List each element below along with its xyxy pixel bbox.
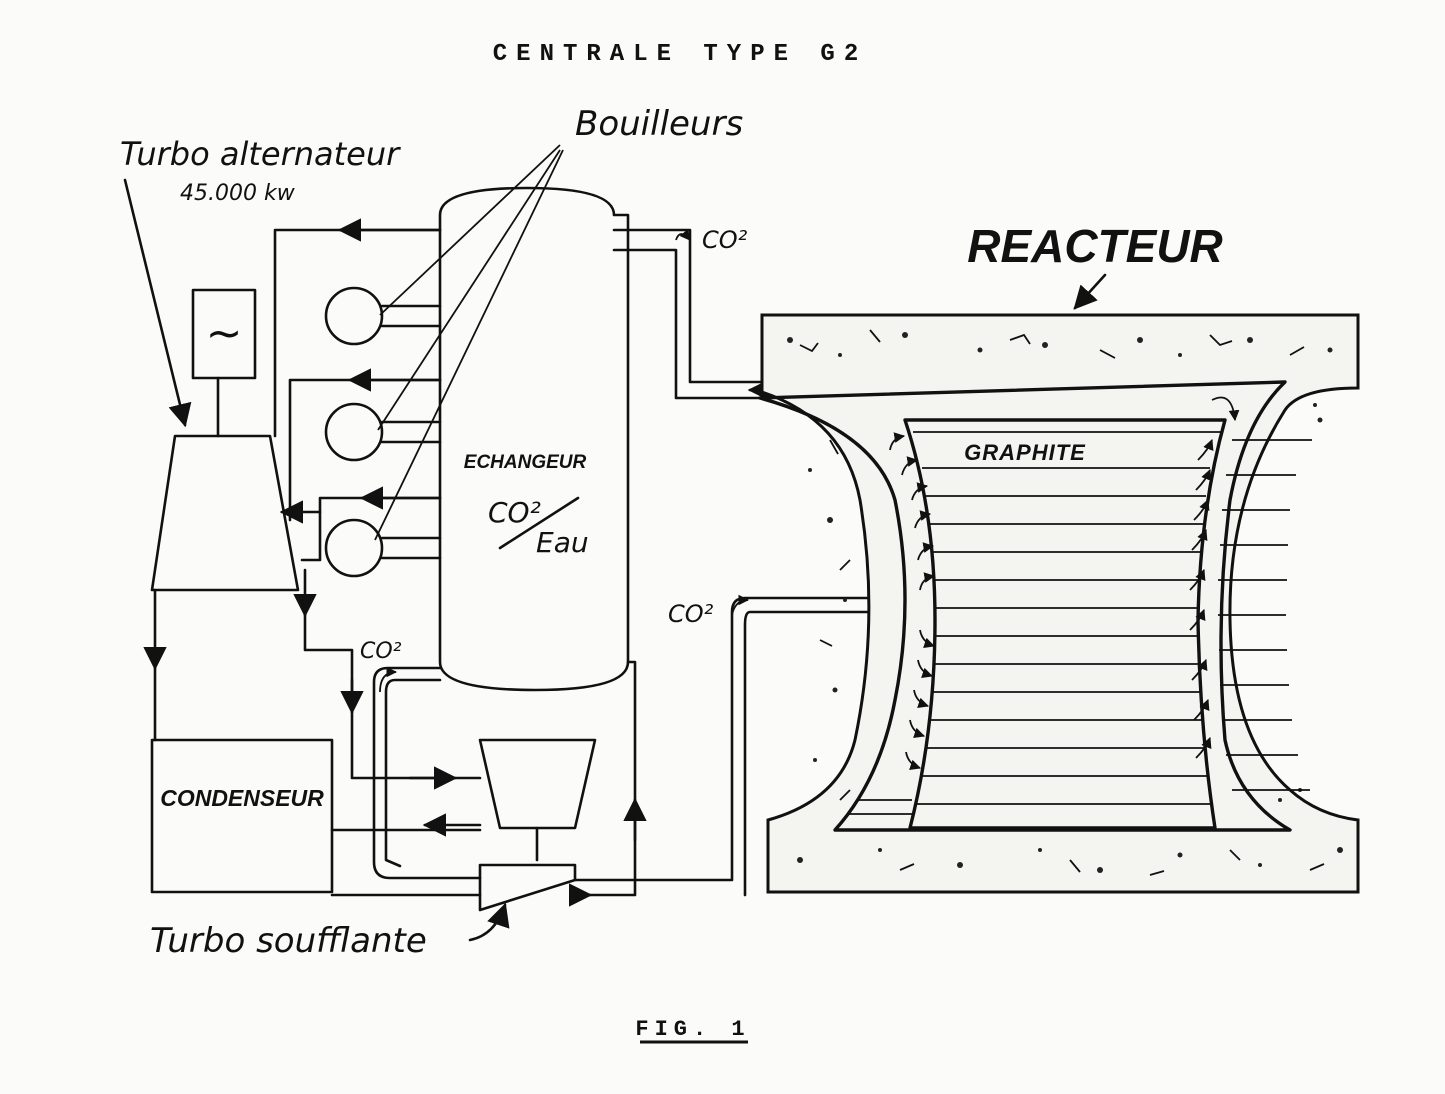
turbo-alternateur-label: Turbo alternateur: [120, 135, 401, 173]
feed-line-1: [350, 710, 482, 780]
boiler-1-connectors: [380, 304, 442, 328]
concrete-cracks: [799, 329, 1325, 876]
figure-caption: FIG. 1: [635, 1017, 750, 1042]
core-flow-arrows: [889, 396, 1240, 771]
turbine-trapezoid: [150, 434, 300, 592]
boiler-drum-3: [324, 518, 384, 578]
turbo-soufflante-label: Turbo soufflante: [150, 921, 427, 961]
reactor-inner-vessel: [758, 380, 1292, 832]
co2-top-curl: [675, 229, 691, 241]
exchanger-bottom-line: [626, 660, 637, 802]
boiler-drum-2: [324, 402, 384, 462]
drain-line: [303, 613, 354, 714]
echangeur-co2-label: CO²: [488, 496, 541, 529]
power-rating-label: 45.000 kw: [180, 181, 296, 206]
boiler-drum-1: [324, 286, 384, 346]
bouilleur-pointer-2: [377, 149, 561, 431]
boiler-3-connectors: [380, 536, 442, 560]
graphite-core: [903, 418, 1227, 830]
steam-line-low: [300, 496, 442, 562]
co2-hot-pipe-inner: [612, 248, 762, 400]
co2-loop-curl: [379, 666, 398, 693]
reacteur-pointer: [1073, 273, 1107, 310]
echangeur-eau-label: Eau: [536, 526, 589, 559]
feed-pump: [478, 738, 597, 830]
generator-box: [191, 288, 257, 380]
echangeur-slash: [498, 496, 580, 550]
reacteur-label: REACTEUR: [967, 220, 1223, 272]
co2-mid-curl: [731, 594, 750, 616]
bottom-shield-layers: [848, 799, 912, 815]
echangeur-vessel: [438, 186, 630, 692]
co2-left-label: CO²: [360, 639, 402, 664]
condenseur-label: CONDENSEUR: [160, 785, 324, 811]
turbo-alternateur-pointer: [123, 178, 192, 428]
bouilleurs-label: Bouilleurs: [575, 104, 743, 144]
graphite-label: GRAPHITE: [964, 440, 1086, 465]
generator-symbol: ~: [206, 308, 243, 359]
bouilleur-pointer-1: [379, 144, 561, 316]
right-shield-layers: [1218, 439, 1312, 791]
co2-cold-pipe-inner: [743, 610, 917, 897]
co2-top-label: CO²: [702, 226, 748, 254]
co2-loop-inner: [384, 678, 442, 868]
bouilleur-pointer-3: [374, 149, 564, 541]
turbo-soufflante: [478, 863, 577, 912]
concrete-texture: [787, 332, 1343, 873]
echangeur-label: ECHANGEUR: [464, 452, 587, 473]
co2-loop-outer: [372, 666, 482, 880]
diagram-title: CENTRALE TYPE G2: [493, 41, 867, 68]
co2-mid-label: CO²: [668, 600, 714, 628]
graphite-layers: [913, 431, 1222, 805]
boiler-2-connectors: [380, 420, 442, 444]
turbo-soufflante-pointer: [468, 902, 510, 942]
condenseur-box: [150, 738, 334, 894]
